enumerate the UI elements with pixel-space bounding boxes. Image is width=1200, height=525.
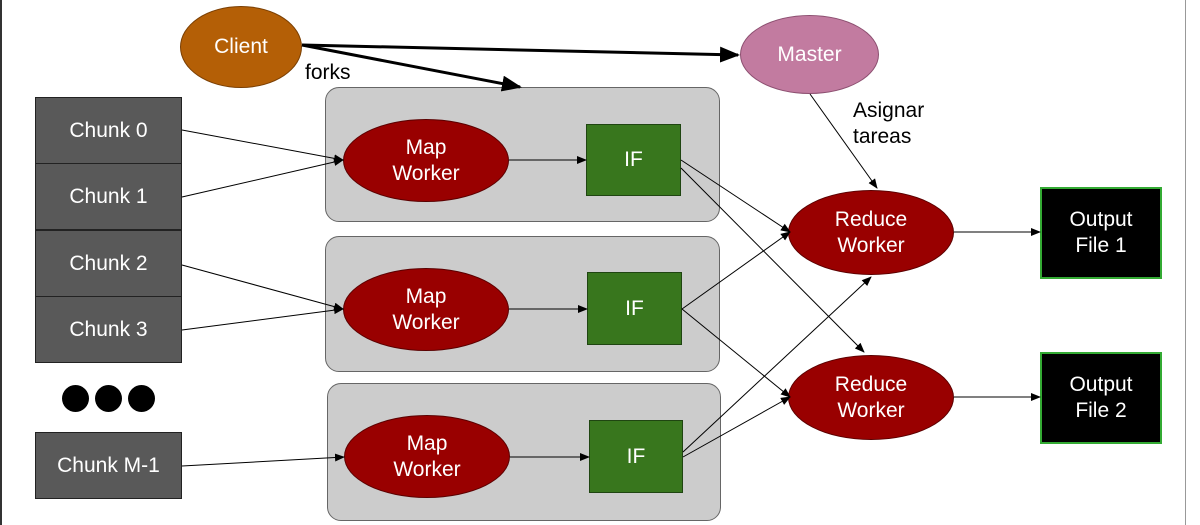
reduce-worker-2: Reduce Worker xyxy=(788,355,954,440)
map-worker-3: Map Worker xyxy=(344,415,510,498)
output-file-1: Output File 1 xyxy=(1040,187,1162,279)
chunk-0: Chunk 0 xyxy=(35,97,182,164)
arrow-chunkm1-map3 xyxy=(181,453,345,467)
ellipsis-dot xyxy=(95,385,122,412)
output-file-2: Output File 2 xyxy=(1040,352,1162,444)
assign-tasks-label: Asignar tareas xyxy=(853,99,925,148)
forks-label: forks xyxy=(305,61,351,84)
chunk-3: Chunk 3 xyxy=(35,296,182,363)
reduce-worker-1: Reduce Worker xyxy=(788,190,954,275)
master-node: Master xyxy=(740,15,879,94)
arrow-chunk3-map2 xyxy=(181,306,344,331)
map-worker-1: Map Worker xyxy=(343,119,509,202)
ellipsis-dot xyxy=(62,385,89,412)
chunk-2: Chunk 2 xyxy=(35,230,182,297)
arrow-chunk0-map1 xyxy=(181,129,344,163)
intermediate-file-2: IF xyxy=(587,272,682,345)
arrow-client-master xyxy=(301,43,740,63)
arrow-chunk2-map2 xyxy=(181,264,344,311)
client-node: Client xyxy=(180,6,302,88)
left-border-line xyxy=(0,0,2,525)
intermediate-file-1: IF xyxy=(586,124,681,196)
intermediate-file-3: IF xyxy=(589,420,683,493)
chunk-m-1: Chunk M-1 xyxy=(35,432,182,499)
ellipsis-dot xyxy=(128,385,155,412)
chunk-1: Chunk 1 xyxy=(35,163,182,230)
map-worker-2: Map Worker xyxy=(343,268,509,351)
arrow-chunk1-map1 xyxy=(181,158,344,198)
right-border-line xyxy=(1185,0,1186,525)
